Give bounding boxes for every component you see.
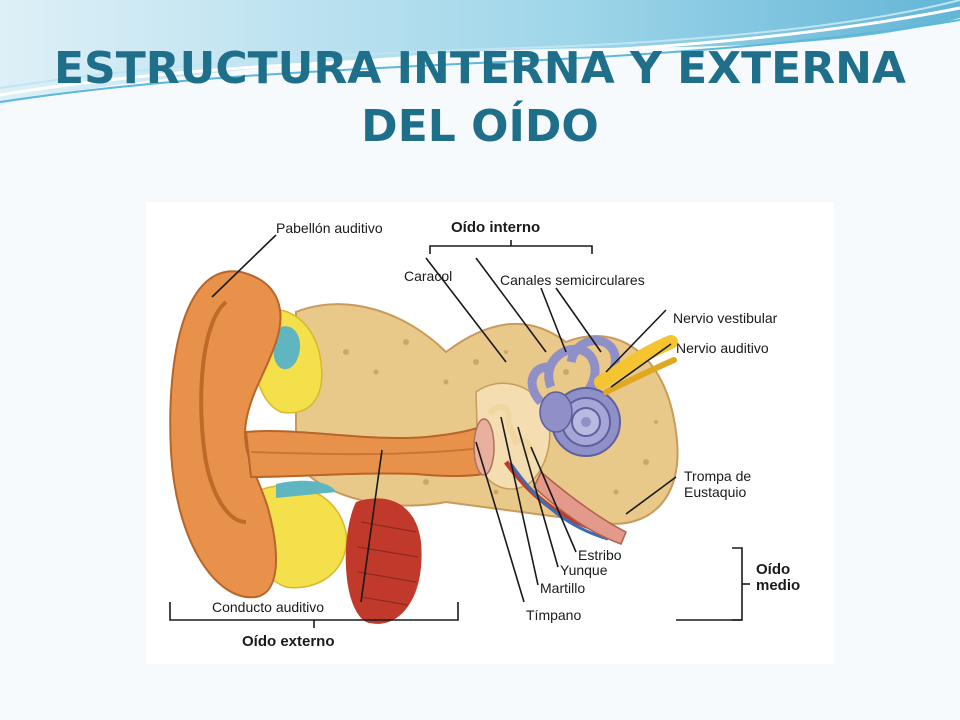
ear-illustration — [169, 234, 750, 628]
label-trompa-de-eustaquio: Trompa de Eustaquio — [684, 468, 752, 500]
title-line-2: DEL OÍDO — [361, 101, 599, 152]
ear-anatomy-figure: Pabellón auditivo Oído interno Caracol C… — [146, 202, 834, 664]
eardrum — [473, 418, 495, 476]
label-pabellon-auditivo: Pabellón auditivo — [276, 220, 383, 236]
label-conducto-auditivo: Conducto auditivo — [212, 599, 325, 615]
label-nervio-auditivo: Nervio auditivo — [676, 340, 769, 356]
label-timpano: Tímpano — [526, 607, 582, 623]
label-estribo: Estribo — [578, 547, 622, 563]
label-oido-medio: Oído medio — [756, 561, 801, 594]
label-martillo: Martillo — [540, 580, 586, 596]
vestibule — [539, 391, 573, 433]
nerve-bundle — [594, 335, 678, 389]
muscle-tissue — [345, 498, 422, 624]
cartilage — [273, 326, 301, 370]
slide-title: ESTRUCTURA INTERNA Y EXTERNA DEL OÍDO — [0, 40, 960, 156]
label-caracol: Caracol — [404, 268, 453, 284]
label-yunque: Yunque — [560, 562, 608, 578]
label-nervio-vestibular: Nervio vestibular — [673, 310, 778, 326]
pinna-fold — [199, 300, 247, 524]
ossicles — [488, 403, 533, 457]
cartilage-lower — [276, 480, 336, 498]
title-line-1: ESTRUCTURA INTERNA Y EXTERNA — [54, 43, 906, 94]
leader-lines — [169, 234, 750, 628]
header-wave-decoration — [0, 0, 960, 105]
label-oido-interno: Oído interno — [451, 219, 541, 236]
label-oido-externo: Oído externo — [242, 633, 335, 650]
label-canales-semicirculares: Canales semicirculares — [500, 272, 645, 288]
pinna — [169, 270, 282, 599]
